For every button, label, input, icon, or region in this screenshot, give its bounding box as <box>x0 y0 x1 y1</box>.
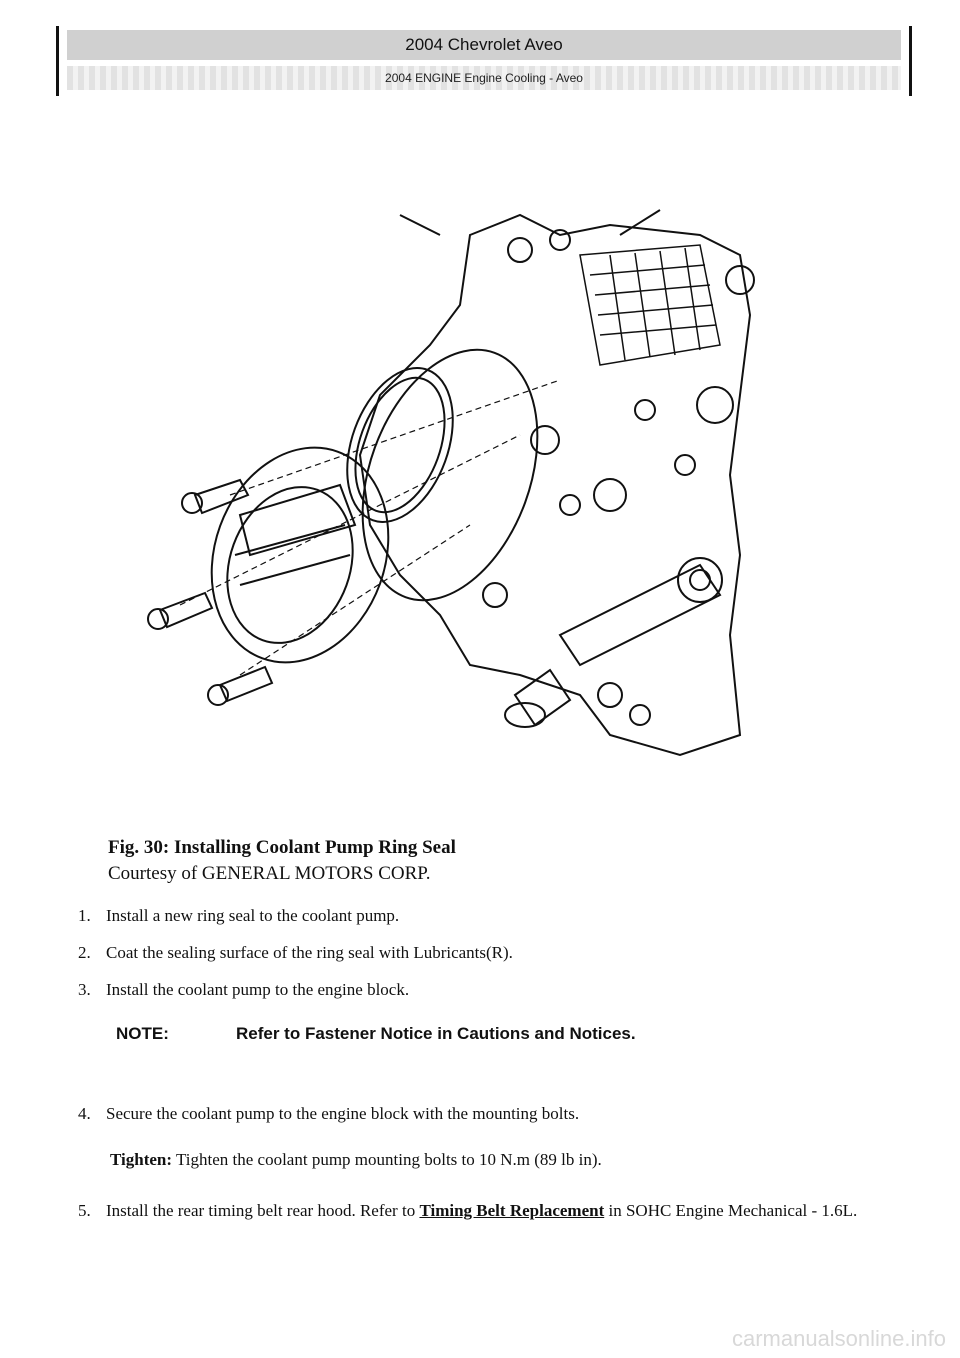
figure-caption-credit: Courtesy of GENERAL MOTORS CORP. <box>108 863 431 884</box>
timing-belt-replacement-link[interactable]: Timing Belt Replacement <box>419 1201 605 1220</box>
ring-seal <box>354 376 446 514</box>
tensioner-arm <box>558 557 723 667</box>
figure-caption: Fig. 30: Installing Coolant Pump Ring Se… <box>108 835 456 887</box>
page-header: 2004 Chevrolet Aveo 2004 ENGINE Engine C… <box>56 26 912 96</box>
step-text: Secure the coolant pump to the engine bl… <box>106 1104 580 1123</box>
step-number: 1. <box>78 906 91 925</box>
pump-shaft <box>504 668 572 728</box>
note-text: Refer to Fastener Notice in Cautions and… <box>236 1024 636 1043</box>
step-number: 4. <box>78 1104 91 1123</box>
step-text: Install the coolant pump to the engine b… <box>106 980 410 999</box>
step-number: 3. <box>78 980 91 999</box>
coolant-pump <box>210 446 390 664</box>
engine-block-outline <box>358 213 752 757</box>
header-subtitle: 2004 ENGINE Engine Cooling - Aveo <box>67 66 901 90</box>
step-text: Coat the sealing surface of the ring sea… <box>106 943 513 962</box>
figure-caption-title: Fig. 30: Installing Coolant Pump Ring Se… <box>108 837 456 858</box>
gear-grid <box>579 244 721 366</box>
step-text-after: in SOHC Engine Mechanical - 1.6L. <box>604 1201 858 1220</box>
step-text: Install a new ring seal to the coolant p… <box>106 906 400 925</box>
step-5: 5. Install the rear timing belt rear hoo… <box>78 1198 878 1258</box>
leader-line <box>399 209 661 236</box>
tighten-label: Tighten: <box>110 1150 173 1169</box>
step-text: Install the rear timing belt rear hood. … <box>106 1198 876 1224</box>
coolant-pump-illustration <box>147 209 755 757</box>
watermark: carmanualsonline.info <box>731 1326 946 1351</box>
note-label: NOTE: <box>116 1024 169 1043</box>
step-number: 2. <box>78 943 91 962</box>
header-title: 2004 Chevrolet Aveo <box>67 30 901 60</box>
step-number: 5. <box>78 1201 91 1220</box>
bolt-holes <box>482 229 755 726</box>
step-text-before: Install the rear timing belt rear hood. … <box>106 1201 420 1220</box>
mounting-bolts <box>147 478 274 706</box>
pump-housing <box>361 348 539 602</box>
alignment-lines <box>179 379 561 676</box>
tighten-spec: Tighten: Tighten the coolant pump mounti… <box>110 1150 602 1170</box>
tighten-text: Tighten the coolant pump mounting bolts … <box>172 1150 602 1169</box>
